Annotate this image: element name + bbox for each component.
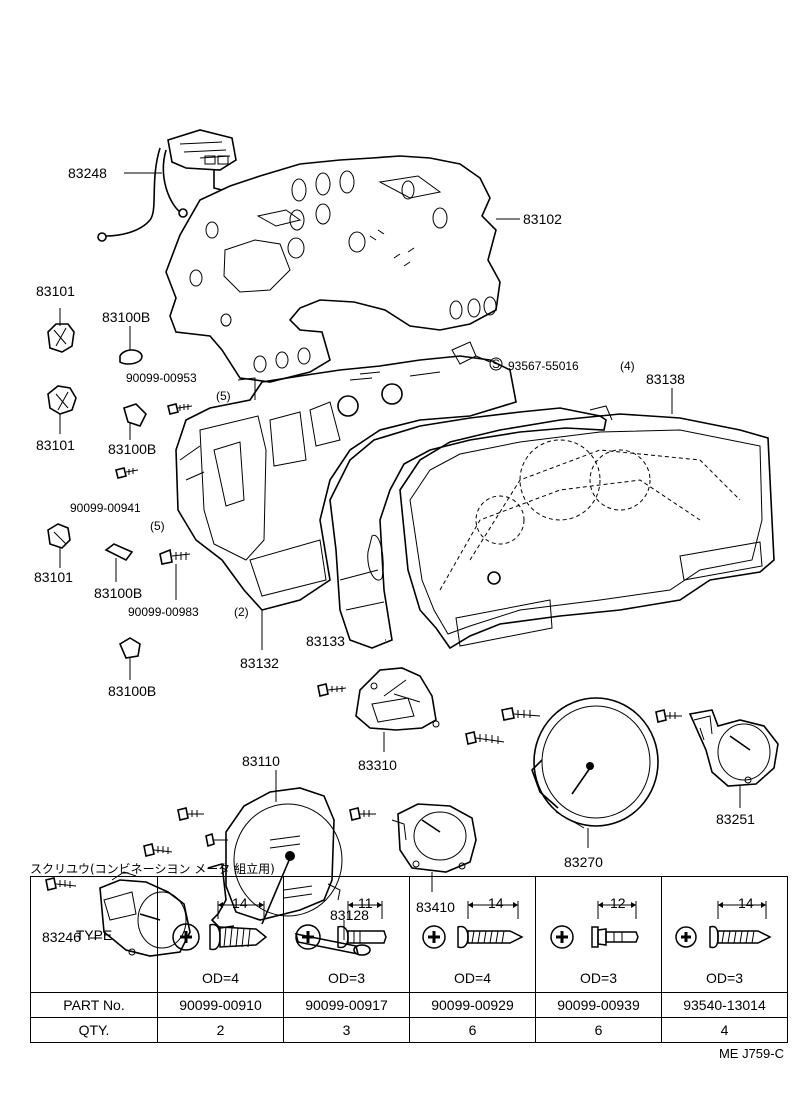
screw-tach-b (465, 731, 505, 745)
screw-type-1-icon (172, 901, 268, 951)
screw-speedo-a (177, 807, 204, 821)
meter-case-83132 (175, 355, 517, 611)
label-93567-55016: 93567-55016 (508, 359, 579, 373)
screw-3-od: OD=4 (454, 970, 491, 986)
temp-gauge-83410 (391, 803, 477, 873)
label-83270: 83270 (564, 854, 603, 870)
screw-1-od: OD=4 (202, 970, 239, 986)
part-no-5: 93540-13014 (661, 992, 788, 1018)
screw-type-3-icon (422, 901, 524, 949)
bulb-83100b-d (118, 637, 141, 659)
screw-type-5-icon (675, 901, 772, 949)
part-no-3: 90099-00929 (409, 992, 536, 1018)
screw-type-4-icon (550, 901, 639, 949)
label-qty-2: (2) (234, 605, 249, 619)
screw-type-cell-3: 14 OD=4 (409, 876, 536, 993)
screw-3-length: 14 (488, 895, 504, 911)
label-83110: 83110 (242, 753, 280, 769)
label-90099-00941: 90099-00941 (70, 501, 141, 515)
label-83251: 83251 (716, 811, 755, 827)
connector-83248 (97, 129, 237, 242)
screw-90099-00983 (159, 548, 191, 565)
tachometer-83270 (531, 697, 659, 829)
screw-90099-00941 (115, 467, 139, 479)
socket-83101-a (47, 323, 75, 353)
screw-5-length: 14 (738, 895, 754, 911)
screw-2-od: OD=3 (328, 970, 365, 986)
screw-4-od: OD=3 (580, 970, 617, 986)
qty-4: 6 (535, 1017, 662, 1043)
fuel-gauge-83310 (355, 667, 440, 731)
qty-3: 6 (409, 1017, 536, 1043)
leader-lines (59, 172, 741, 940)
label-90099-00983: 90099-00983 (128, 605, 199, 619)
screw-type-cell-1: 14 OD=4 (157, 876, 284, 993)
part-no-header: PART No. (30, 992, 158, 1018)
screw-type-cell-5: 14 OD=3 (661, 876, 788, 993)
screw-4-length: 12 (610, 895, 626, 911)
bulb-83100b-c (104, 543, 134, 562)
socket-83101-b (47, 385, 77, 415)
label-83101-c: 83101 (34, 569, 73, 585)
diagram-code: ME J759-C (718, 1046, 784, 1061)
screw-temp-gauge (349, 807, 376, 821)
screw-5-od: OD=3 (706, 970, 743, 986)
meter-glass-83138 (399, 341, 775, 650)
label-83100b-a: 83100B (102, 309, 150, 325)
label-90099-00953: 90099-00953 (126, 371, 197, 385)
qty-2: 3 (283, 1017, 410, 1043)
bulb-83100b-b (123, 403, 147, 427)
screw-type-cell-2: 11 OD=3 (283, 876, 410, 993)
type-header: TYPE (30, 876, 158, 993)
label-qty-5-b: (5) (150, 519, 165, 533)
screw-speedo-c (205, 832, 228, 848)
window-plate-83133 (329, 407, 607, 649)
screw-90099-00953 (167, 403, 193, 415)
label-83138: 83138 (646, 371, 685, 387)
label-83102: 83102 (523, 211, 562, 227)
label-83310: 83310 (358, 757, 397, 773)
label-83132: 83132 (240, 655, 279, 671)
label-83248: 83248 (68, 165, 107, 181)
label-83101-b: 83101 (36, 437, 75, 453)
screw-fuel-gauge (317, 683, 347, 697)
bulb-83100b-a (119, 349, 143, 365)
circuit-plate-83102 (165, 155, 501, 383)
part-no-1: 90099-00910 (157, 992, 284, 1018)
label-83133: 83133 (306, 633, 345, 649)
screw-type-cell-4: 12 OD=3 (535, 876, 662, 993)
qty-5: 4 (661, 1017, 788, 1043)
label-83100b-d: 83100B (108, 683, 156, 699)
screw-table: TYPE 14 OD=4 (30, 876, 788, 1044)
screw-speedo-b (143, 843, 173, 857)
label-qty-4: (4) (620, 359, 635, 373)
label-83100b-b: 83100B (108, 441, 156, 457)
circled-s-icon: S (489, 357, 503, 371)
screw-type-2-icon (295, 901, 387, 950)
label-83100b-c: 83100B (94, 585, 142, 601)
voltmeter-83251 (688, 709, 779, 787)
screw-1-length: 14 (232, 895, 248, 911)
part-no-2: 90099-00917 (283, 992, 410, 1018)
label-qty-5-a: (5) (216, 389, 231, 403)
svg-text:S: S (492, 357, 500, 371)
screw-tach-a (501, 707, 541, 721)
socket-83101-c (47, 523, 71, 549)
part-no-4: 90099-00939 (535, 992, 662, 1018)
label-83101-a: 83101 (36, 283, 75, 299)
qty-1: 2 (157, 1017, 284, 1043)
screw-2-length: 11 (358, 895, 373, 911)
screw-voltmeter (655, 709, 682, 723)
qty-header: QTY. (30, 1017, 158, 1043)
screw-table-caption: スクリユウ(コンビネーシヨン メータ 組立用) (30, 862, 275, 876)
